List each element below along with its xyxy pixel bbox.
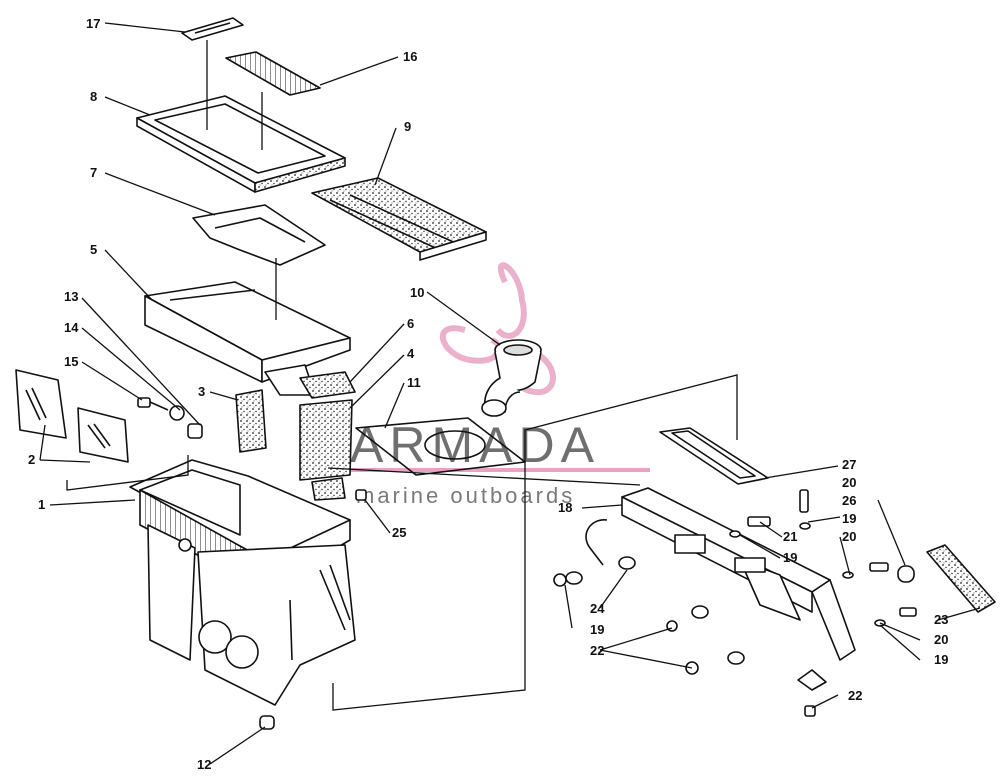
part-22-nut-left	[553, 573, 567, 587]
callout-12: 12	[197, 757, 211, 772]
part-20-bolt-upper	[799, 489, 809, 513]
part-2-filter-b	[77, 407, 129, 463]
callout-numbers: 17 16 8 9 7 5 10 13 6 14 4 15 11 3 2 1 2…	[28, 16, 948, 772]
callout-10: 10	[410, 285, 424, 300]
part-21-screw	[747, 516, 771, 527]
callout-8: 8	[90, 89, 97, 104]
watermark-brand: ARMADA	[350, 417, 600, 473]
part-13-nut	[187, 423, 203, 439]
callout-22-bottom: 22	[848, 688, 862, 703]
part-23-filter	[926, 544, 996, 613]
part-24-washer-b	[691, 605, 709, 619]
watermark: ARMADA marine outboards	[350, 262, 650, 508]
part-7-tray	[192, 204, 326, 266]
callout-19-low: 19	[934, 652, 948, 667]
part-25-fastener	[355, 489, 367, 501]
callout-26: 26	[842, 493, 856, 508]
part-26-plug	[897, 565, 915, 583]
part-19-washer-left	[565, 571, 583, 585]
part-24-bracket	[618, 556, 636, 570]
callout-6: 6	[407, 316, 414, 331]
callout-5: 5	[90, 242, 97, 257]
callout-27: 27	[842, 457, 856, 472]
callout-18: 18	[558, 500, 572, 515]
callout-9: 9	[404, 119, 411, 134]
part-4-gasket	[299, 399, 353, 501]
part-24-washer-c	[727, 651, 745, 665]
part-22-nut-bottom	[804, 705, 816, 717]
part-22-knob	[797, 669, 827, 691]
callout-19-top: 19	[842, 511, 856, 526]
part-3-gasket	[235, 389, 267, 453]
callout-4: 4	[407, 346, 415, 361]
watermark-tagline: marine outboards	[356, 483, 575, 508]
part-5-housing	[144, 281, 351, 396]
callout-21: 21	[783, 529, 797, 544]
part-16-grille	[225, 51, 321, 96]
callout-14: 14	[64, 320, 79, 335]
watermark-rule	[350, 468, 650, 472]
part-17-plate	[181, 17, 244, 41]
part-18-console	[585, 487, 856, 661]
callout-20-top: 20	[842, 475, 856, 490]
callout-24: 24	[590, 601, 605, 616]
part-27-gasket	[659, 427, 769, 485]
callout-17: 17	[86, 16, 100, 31]
part-14-washer	[169, 405, 185, 421]
callout-22-left: 22	[590, 643, 604, 658]
callout-20-mid: 20	[842, 529, 856, 544]
callout-19-mid: 19	[783, 550, 797, 565]
callout-20-low: 20	[934, 632, 948, 647]
callout-15: 15	[64, 354, 78, 369]
callout-23: 23	[934, 612, 948, 627]
leader-lines	[39, 22, 981, 765]
callout-2: 2	[28, 452, 35, 467]
callout-16: 16	[403, 49, 417, 64]
part-2-filter-a	[15, 369, 67, 439]
callout-11: 11	[407, 375, 421, 390]
part-19-washer-upper	[799, 522, 811, 530]
part-6-screen	[299, 371, 356, 399]
part-15-screw	[137, 397, 169, 411]
part-10-intake	[481, 339, 542, 417]
part-19-washer-mid	[729, 530, 741, 538]
part-12-plug	[259, 715, 275, 730]
callout-25: 25	[392, 525, 406, 540]
callout-19-left: 19	[590, 622, 604, 637]
hardware-set	[553, 489, 917, 717]
part-8-frame	[136, 95, 346, 193]
part-20-bolt-lower	[899, 607, 917, 617]
callout-13: 13	[64, 289, 78, 304]
callout-7: 7	[90, 165, 97, 180]
part-9-filter	[311, 177, 487, 261]
part-1-airbox	[129, 459, 356, 706]
part-19-washer-right	[842, 571, 854, 579]
callout-1: 1	[38, 497, 45, 512]
part-20-bolt-mid	[869, 562, 889, 572]
callout-3: 3	[198, 384, 205, 399]
